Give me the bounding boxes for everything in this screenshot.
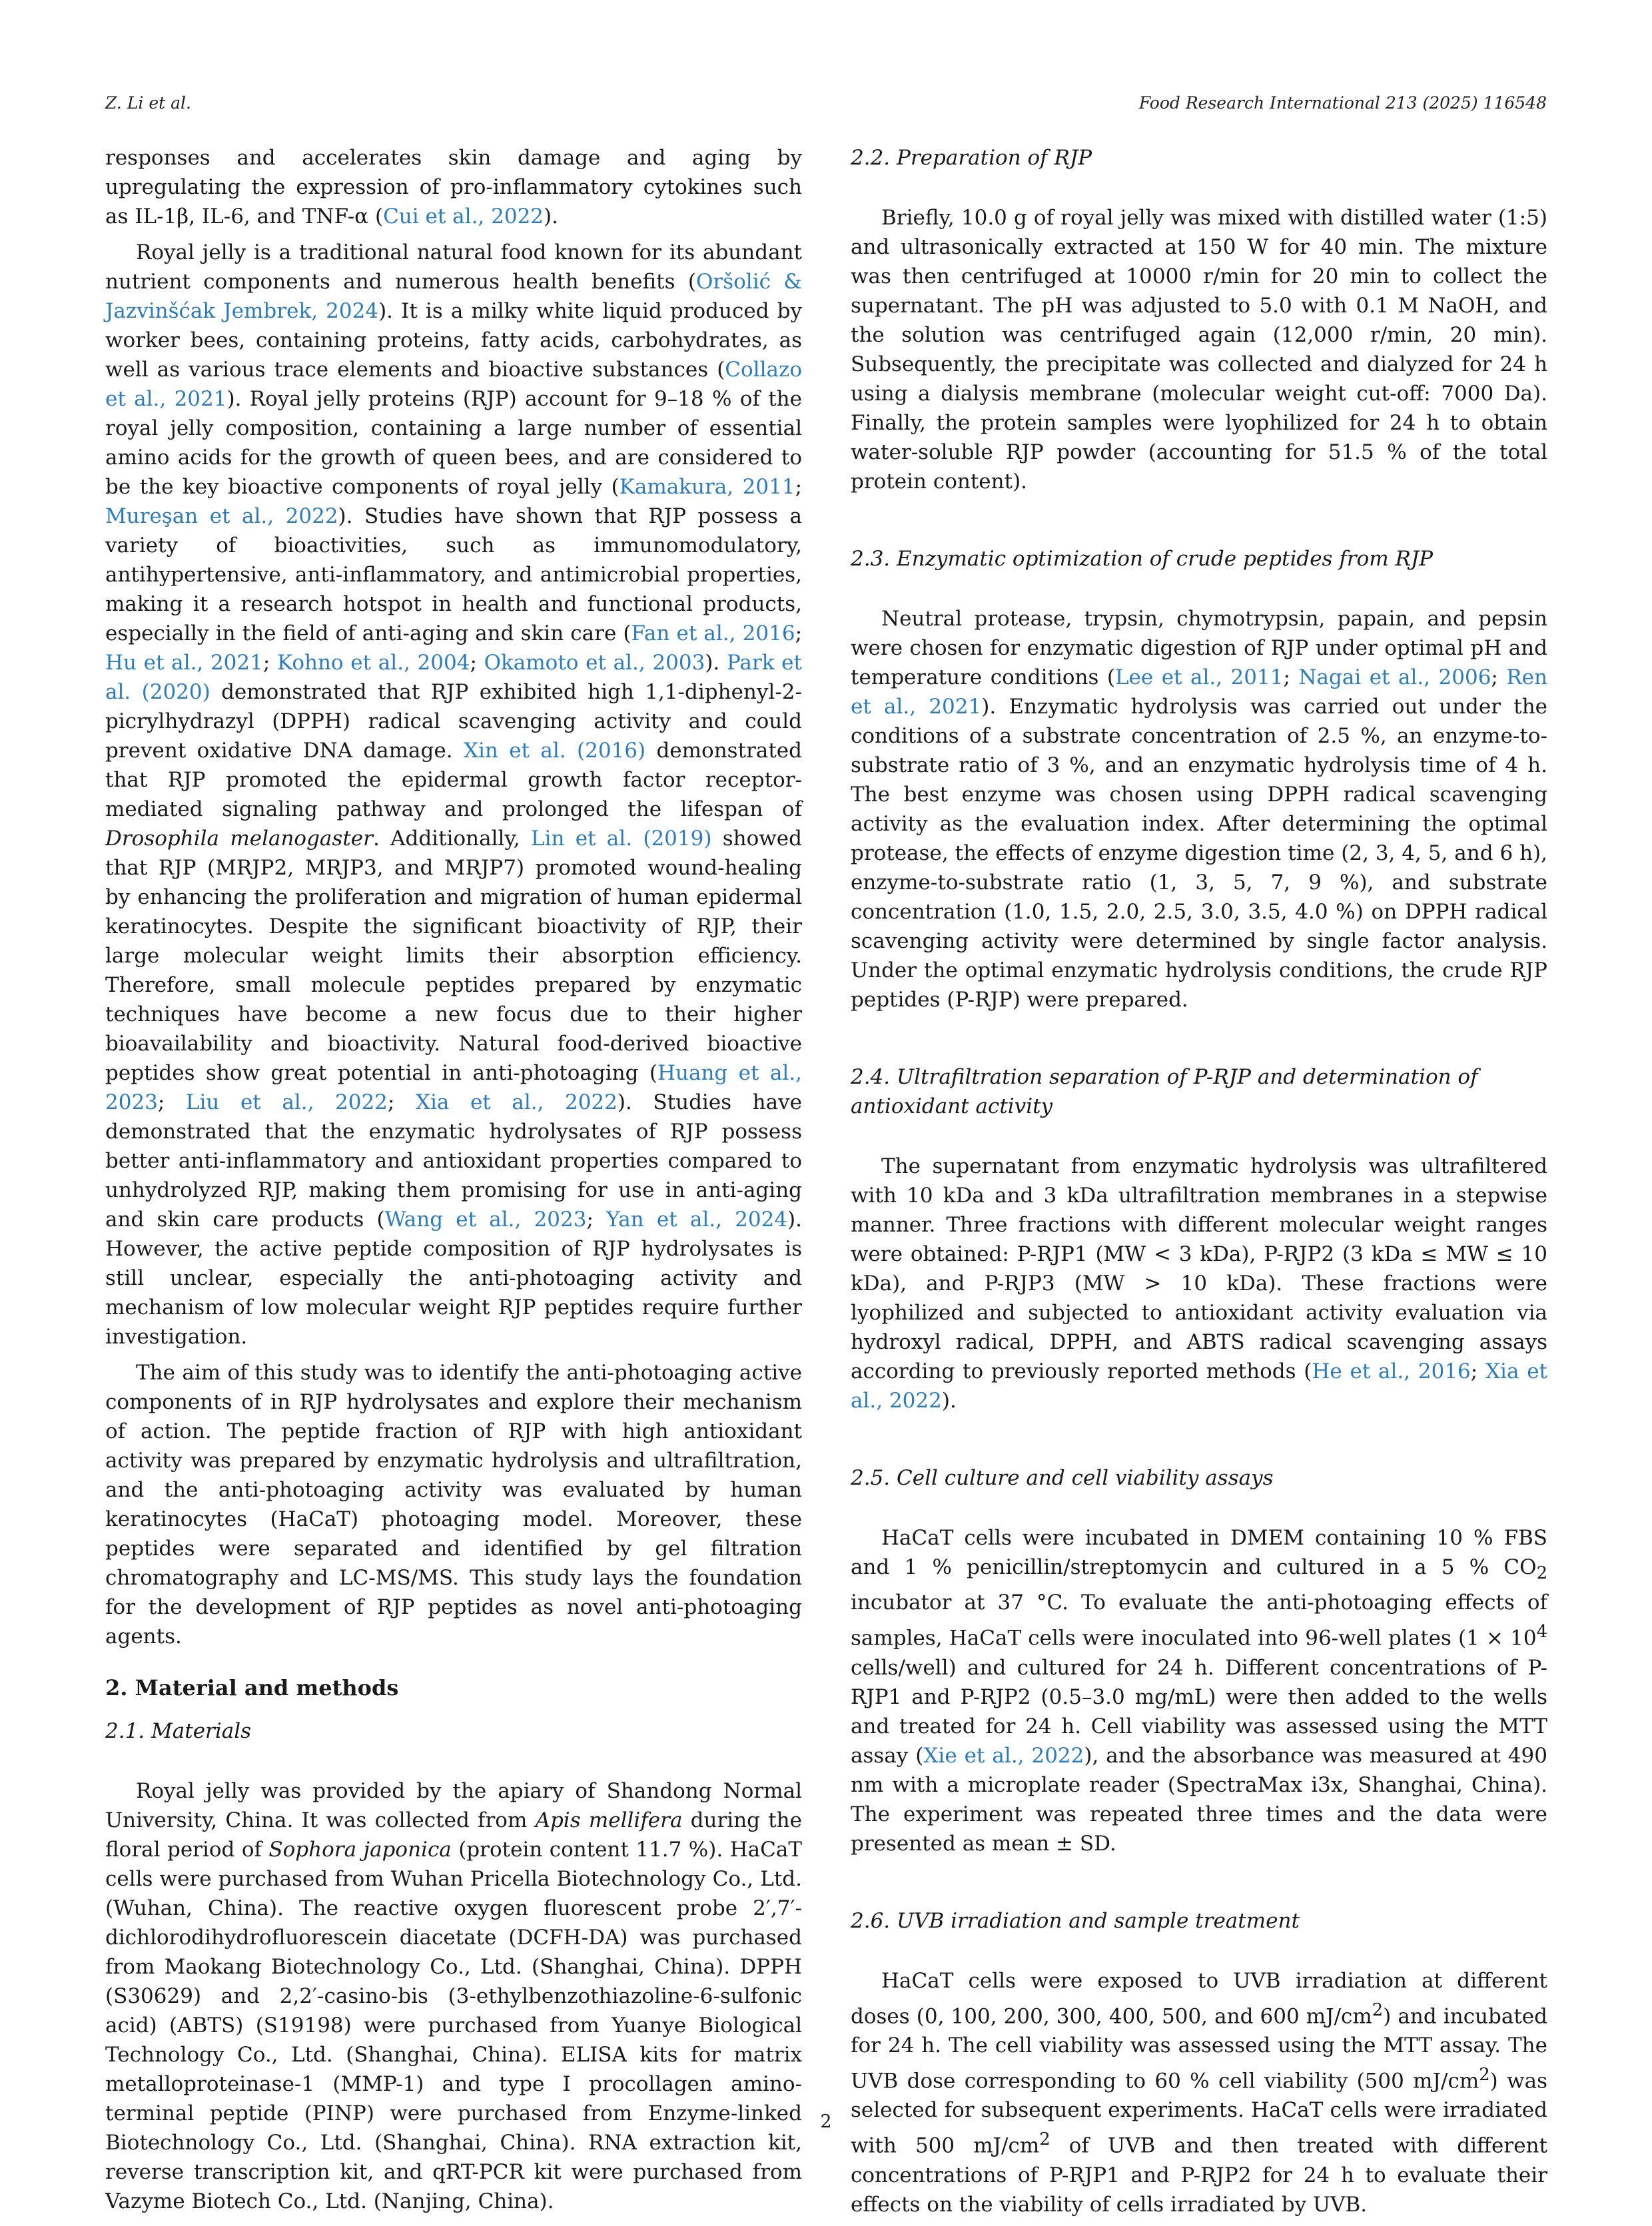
text-run: 2: [1479, 2064, 1490, 2085]
citation-link[interactable]: Collazo et al., 2021: [105, 358, 802, 411]
text-run: ) and incubated for 24 h. The cell viabi…: [851, 2004, 1547, 2093]
header-authors: Z. Li et al.: [105, 93, 192, 113]
citation-link[interactable]: Oršolić & Jazvinšćak Jembrek, 2024: [105, 270, 802, 323]
citation-link[interactable]: Huang et al., 2023: [105, 1061, 802, 1114]
subsection-heading: 2.5. Cell culture and cell viability ass…: [851, 1466, 1274, 1490]
citation-link[interactable]: Hu et al., 2021: [105, 651, 263, 675]
paragraph: responses and accelerates skin damage an…: [105, 143, 802, 231]
text-run: incubator at 37 °C. To evaluate the anti…: [851, 1591, 1547, 1651]
citation-link[interactable]: Okamoto et al., 2003: [484, 651, 705, 675]
citation-link[interactable]: Kamakura, 2011: [619, 475, 795, 499]
page-number: 2: [820, 2111, 832, 2132]
text-run: 2: [1536, 1563, 1547, 1584]
paragraph: Neutral protease, trypsin, chymotrypsin,…: [851, 604, 1547, 1014]
text-run: 2: [1372, 2000, 1384, 2020]
header-journal: Food Research International 213 (2025) 1…: [1138, 93, 1547, 113]
text-run: ). However, the active peptide compositi…: [105, 1208, 802, 1349]
subsection-heading: 2.4. Ultrafiltration separation of P-RJP…: [851, 1065, 1478, 1118]
paragraph: Royal jelly is a traditional natural foo…: [105, 238, 802, 1351]
left-column: responses and accelerates skin damage an…: [105, 143, 802, 2223]
paragraph: Briefly, 10.0 g of royal jelly was mixed…: [851, 203, 1547, 496]
citation-link[interactable]: Yan et al., 2024: [606, 1208, 788, 1232]
text-run: ;: [586, 1208, 607, 1232]
citation-link[interactable]: Wang et al., 2023: [384, 1208, 587, 1232]
text-run: HaCaT cells were exposed to UVB irradiat…: [851, 1968, 1547, 2028]
text-run: of UVB and then treated with different c…: [851, 2133, 1547, 2217]
paragraph: Royal jelly was provided by the apiary o…: [105, 1776, 802, 2216]
text-run: demonstrated that RJP promoted the epide…: [105, 739, 802, 821]
text-run: responses and accelerates skin damage an…: [105, 146, 802, 228]
citation-link[interactable]: Lee et al., 2011: [1114, 665, 1284, 689]
subsection-heading: 2.2. Preparation of RJP: [851, 146, 1092, 170]
citation-link[interactable]: Xie et al., 2022: [923, 1743, 1084, 1768]
text-run: HaCaT cells were incubated in DMEM conta…: [851, 1526, 1547, 1579]
paragraph: HaCaT cells were exposed to UVB irradiat…: [851, 1966, 1547, 2219]
citation-link[interactable]: Mureşan et al., 2022: [105, 504, 338, 528]
text-run: ).: [544, 204, 558, 228]
subsection-heading: 2.6. UVB irradiation and sample treatmen…: [851, 1908, 1300, 1933]
italic-term: Drosophila melanogaster: [105, 827, 373, 851]
citation-link[interactable]: Xin et al. (2016): [463, 739, 646, 763]
running-header: Z. Li et al. Food Research International…: [105, 93, 1547, 127]
citation-link[interactable]: Liu et al., 2022: [185, 1090, 388, 1114]
citation-link[interactable]: Cui et al., 2022: [383, 204, 544, 228]
text-run: ). Enzymatic hydrolysis was carried out …: [851, 695, 1547, 1012]
text-run: ). Studies have shown that RJP possess a…: [105, 504, 802, 645]
citation-link[interactable]: Xia et al., 2022: [415, 1090, 618, 1114]
citation-link[interactable]: Kohno et al., 2004: [277, 651, 470, 675]
text-run: ). Royal jelly proteins (RJP) account fo…: [105, 387, 802, 499]
text-run: ). It is a milky white liquid produced b…: [105, 299, 802, 382]
text-run: . Additionally,: [372, 827, 531, 851]
italic-term: Apis mellifera: [535, 1808, 683, 1832]
citation-link[interactable]: Fan et al., 2016: [631, 621, 795, 645]
italic-term: Sophora japonica: [268, 1838, 452, 1862]
citation-link[interactable]: Xia et al., 2022: [851, 1359, 1548, 1413]
paragraph: The aim of this study was to identify th…: [105, 1358, 802, 1651]
text-run: ).: [941, 1389, 957, 1413]
text-run: Neutral protease, trypsin, chymotrypsin,…: [851, 607, 1547, 689]
text-run: ). Studies have demonstrated that the en…: [105, 1090, 802, 1232]
text-run: ;: [1491, 665, 1507, 689]
paragraph: The supernatant from enzymatic hydrolysi…: [851, 1152, 1547, 1415]
text-run: ) was selected for subsequent experiment…: [851, 2069, 1547, 2158]
citation-link[interactable]: Ren et al., 2021: [851, 665, 1547, 719]
text-run: ;: [470, 651, 484, 675]
text-run: ;: [1470, 1359, 1485, 1383]
subsection-heading: 2.3. Enzymatic optimization of crude pep…: [851, 547, 1434, 571]
text-run: (protein content 11.7 %). HaCaT cells we…: [105, 1838, 803, 2213]
citation-link[interactable]: He et al., 2016: [1312, 1359, 1471, 1383]
subsection-heading: 2.1. Materials: [105, 1719, 252, 1743]
text-run: ;: [157, 1090, 186, 1114]
text-run: demonstrated that RJP exhibited high 1,1…: [105, 680, 802, 763]
text-run: ).: [705, 651, 727, 675]
section-heading: 2. Material and methods: [105, 1675, 399, 1700]
text-run: ), and the absorbance was measured at 49…: [851, 1743, 1547, 1856]
text-run: showed that RJP (MRJP2, MRJP3, and MRJP7…: [105, 827, 802, 1085]
text-run: Briefly, 10.0 g of royal jelly was mixed…: [851, 206, 1547, 494]
citation-link[interactable]: Nagai et al., 2006: [1298, 665, 1491, 689]
text-run: Royal jelly is a traditional natural foo…: [105, 240, 802, 294]
right-column: 2.2. Preparation of RJP Briefly, 10.0 g …: [851, 143, 1547, 2226]
text-run: ;: [262, 651, 277, 675]
text-run: 4: [1536, 1622, 1547, 1643]
text-run: 2: [1039, 2129, 1050, 2150]
text-run: ;: [795, 475, 803, 499]
citation-link[interactable]: Lin et al. (2019): [530, 827, 712, 851]
text-run: The supernatant from enzymatic hydrolysi…: [851, 1154, 1547, 1383]
text-run: cells/well) and cultured for 24 h. Diffe…: [851, 1655, 1547, 1768]
citation-link[interactable]: Park et al. (2020): [105, 651, 802, 704]
paragraph: HaCaT cells were incubated in DMEM conta…: [851, 1523, 1547, 1858]
text-run: The aim of this study was to identify th…: [105, 1361, 802, 1649]
text-run: ;: [387, 1090, 416, 1114]
text-run: ;: [795, 621, 803, 645]
text-run: ;: [1283, 665, 1299, 689]
text-run: during the floral period of: [105, 1808, 802, 1862]
text-run: Royal jelly was provided by the apiary o…: [105, 1779, 802, 1832]
